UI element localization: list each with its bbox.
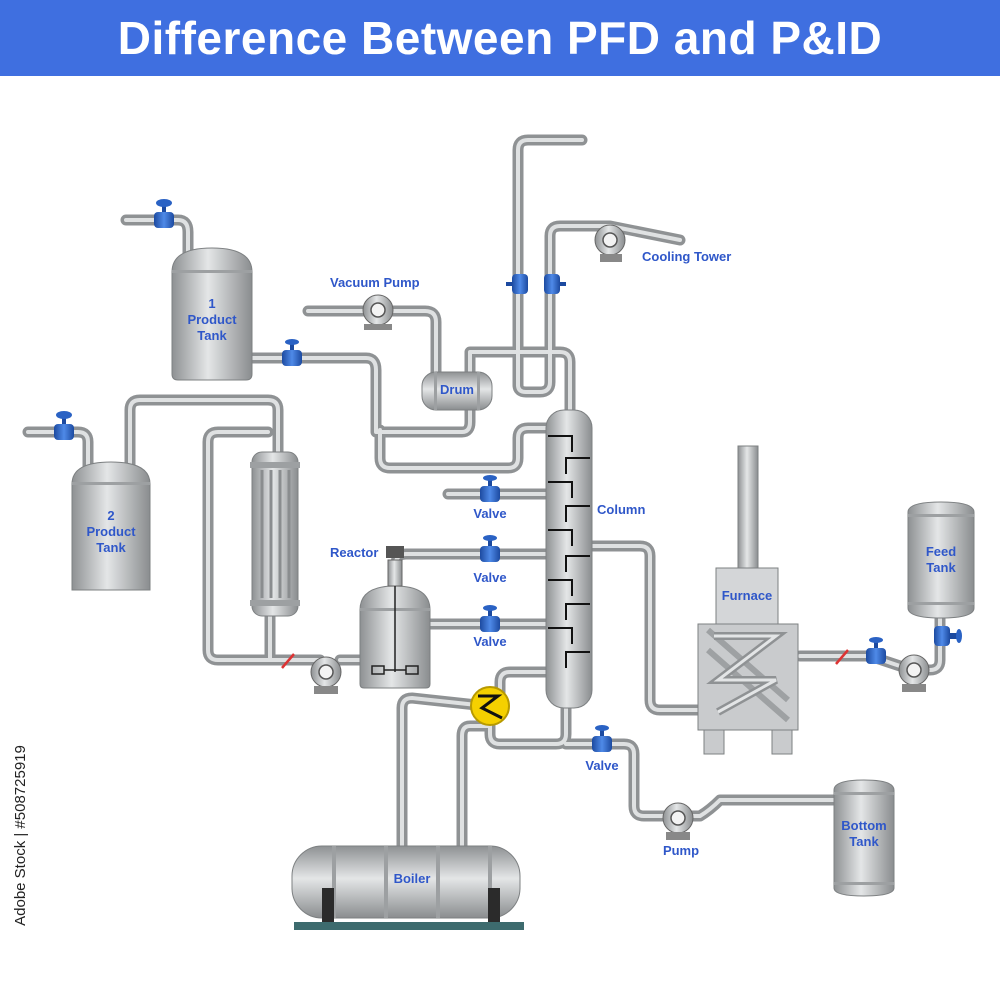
valve-icon-tank1-top bbox=[154, 199, 174, 228]
label-drum: Drum bbox=[432, 382, 482, 398]
label-reactor: Reactor bbox=[330, 545, 378, 561]
label-product-tank-2: 2 Product Tank bbox=[77, 508, 145, 556]
reactor-feed-pump-icon bbox=[311, 657, 341, 694]
heat-exchanger-vertical bbox=[250, 452, 300, 616]
label-bottom-tank: Bottom Tank bbox=[834, 818, 894, 850]
label-product-tank-1: 1 Product Tank bbox=[178, 296, 246, 344]
label-valve-2: Valve bbox=[465, 570, 515, 586]
feed-pump-icon bbox=[899, 655, 929, 692]
valve-icon-column-3 bbox=[480, 605, 500, 632]
vacuum-pump-icon bbox=[363, 295, 393, 330]
reactor bbox=[360, 546, 430, 688]
label-column: Column bbox=[597, 502, 645, 518]
valve-icon-feed-line bbox=[866, 637, 886, 664]
boiler bbox=[292, 846, 524, 930]
valve-icon-overhead-1 bbox=[506, 274, 528, 294]
label-pump: Pump bbox=[656, 843, 706, 859]
bottom-pump-icon bbox=[663, 803, 693, 840]
cooling-tower-pump-icon bbox=[595, 225, 625, 262]
valve-icon-column-2 bbox=[480, 535, 500, 562]
valve-icon-tank2-top bbox=[54, 411, 74, 440]
valve-icon-bottom bbox=[592, 725, 612, 752]
label-vacuum-pump: Vacuum Pump bbox=[330, 275, 420, 291]
label-valve-4: Valve bbox=[577, 758, 627, 774]
heat-exchanger-symbol bbox=[471, 687, 509, 725]
label-valve-1: Valve bbox=[465, 506, 515, 522]
valve-icon-feed-tank bbox=[934, 626, 962, 646]
label-feed-tank: Feed Tank bbox=[910, 544, 972, 576]
valve-icon-tank1-out bbox=[282, 339, 302, 366]
label-cooling-tower: Cooling Tower bbox=[642, 249, 731, 265]
distillation-column bbox=[546, 410, 592, 708]
stock-id-text: Adobe Stock | #508725919 bbox=[6, 765, 34, 905]
valve-icon-overhead-2 bbox=[544, 274, 566, 294]
valve-icon-column-1 bbox=[480, 475, 500, 502]
label-valve-3: Valve bbox=[465, 634, 515, 650]
label-furnace: Furnace bbox=[716, 588, 778, 604]
label-boiler: Boiler bbox=[380, 871, 444, 887]
